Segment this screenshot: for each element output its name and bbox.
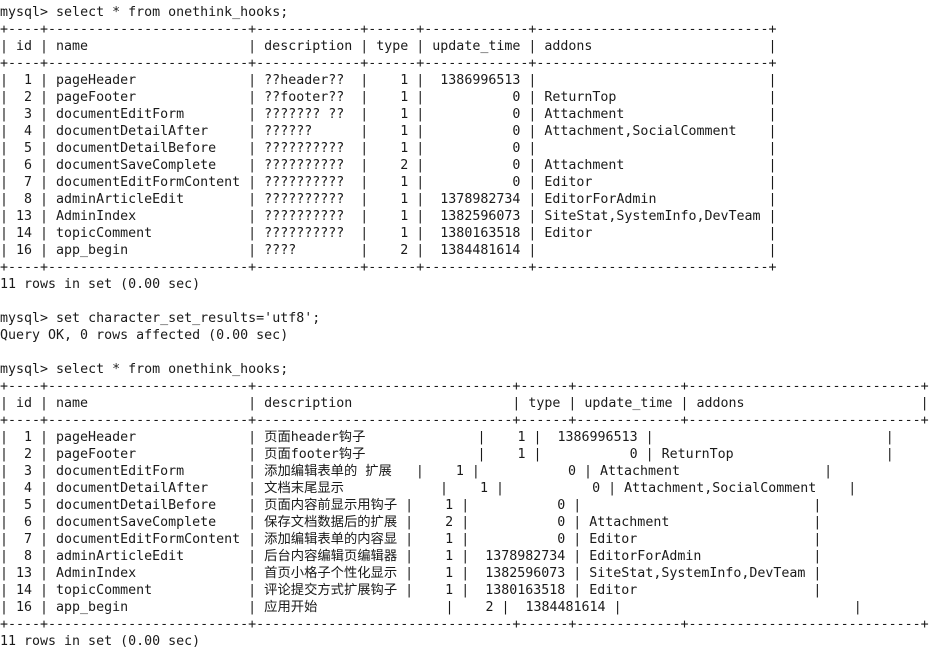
mysql-prompt: mysql> (0, 311, 57, 326)
table-row: | 5 | documentDetailBefore | 页面内容前显示用钩子 … (0, 498, 822, 513)
table-row: | 6 | documentSaveComplete | 保存文档数据后的扩展 … (0, 515, 822, 530)
result-table-rows: | 1 | pageHeader | ??header?? | 1 | 1386… (0, 72, 929, 259)
table-header: | id | name | description | type | updat… (0, 396, 929, 411)
table-header: | id | name | description | type | updat… (0, 39, 777, 54)
table-row: | 14 | topicComment | ?????????? | 1 | 1… (0, 226, 777, 241)
result-summary: 11 rows in set (0.00 sec) (0, 634, 201, 649)
blank-line (0, 293, 929, 310)
command-text: select * from onethink_hooks; (56, 5, 289, 20)
table-row: | 2 | pageFooter | ??footer?? | 1 | 0 | … (0, 90, 777, 105)
mysql-prompt: mysql> (0, 5, 57, 20)
table-row: | 13 | AdminIndex | 首页小格子个性化显示 | 1 | 138… (0, 566, 822, 581)
table-row: | 16 | app_begin | 应用开始 | 2 | 1384481614… (0, 600, 862, 615)
command-line: mysql> set character_set_results='utf8'; (0, 310, 929, 327)
command-line: mysql> select * from onethink_hooks; (0, 361, 929, 378)
blank-line (0, 344, 929, 361)
table-row: | 8 | adminArticleEdit | ?????????? | 1 … (0, 192, 777, 207)
table-row: | 3 | documentEditForm | 添加编辑表单的 扩展 | 1 … (0, 464, 833, 479)
table-row: | 4 | documentDetailAfter | 文档末尾显示 | 1 |… (0, 481, 857, 496)
result-summary: 11 rows in set (0.00 sec) (0, 277, 201, 292)
table-row: | 5 | documentDetailBefore | ?????????? … (0, 141, 777, 156)
terminal-output[interactable]: mysql> select * from onethink_hooks; +--… (0, 4, 929, 650)
table-row: | 1 | pageHeader | ??header?? | 1 | 1386… (0, 73, 777, 88)
result-table-rows: | 1 | pageHeader | 页面header钩子 | 1 | 1386… (0, 429, 929, 616)
command-text: select * from onethink_hooks; (56, 362, 289, 377)
table-row: | 13 | AdminIndex | ?????????? | 1 | 138… (0, 209, 777, 224)
command-line: mysql> select * from onethink_hooks; (0, 4, 929, 21)
command-text: set character_set_results='utf8'; (56, 311, 321, 326)
table-border: +----+-------------------------+--------… (0, 56, 777, 71)
table-row: | 16 | app_begin | ???? | 2 | 1384481614… (0, 243, 777, 258)
table-border: +----+-------------------------+--------… (0, 379, 929, 394)
table-row: | 4 | documentDetailAfter | ?????? | 1 |… (0, 124, 777, 139)
table-row: | 7 | documentEditFormContent | 添加编辑表单的内… (0, 532, 822, 547)
table-border: +----+-------------------------+--------… (0, 617, 929, 632)
table-row: | 14 | topicComment | 评论提交方式扩展钩子 | 1 | 1… (0, 583, 822, 598)
table-border: +----+-------------------------+--------… (0, 260, 777, 275)
table-row: | 2 | pageFooter | 页面footer钩子 | 1 | 0 | … (0, 447, 894, 462)
table-row: | 7 | documentEditFormContent | ????????… (0, 175, 777, 190)
table-border: +----+-------------------------+--------… (0, 22, 777, 37)
table-row: | 6 | documentSaveComplete | ?????????? … (0, 158, 777, 173)
table-row: | 8 | adminArticleEdit | 后台内容编辑页编辑器 | 1 … (0, 549, 822, 564)
table-row: | 1 | pageHeader | 页面header钩子 | 1 | 1386… (0, 430, 894, 445)
query-result: Query OK, 0 rows affected (0.00 sec) (0, 328, 289, 343)
table-border: +----+-------------------------+--------… (0, 413, 929, 428)
table-row: | 3 | documentEditForm | ??????? ?? | 1 … (0, 107, 777, 122)
mysql-prompt: mysql> (0, 362, 57, 377)
